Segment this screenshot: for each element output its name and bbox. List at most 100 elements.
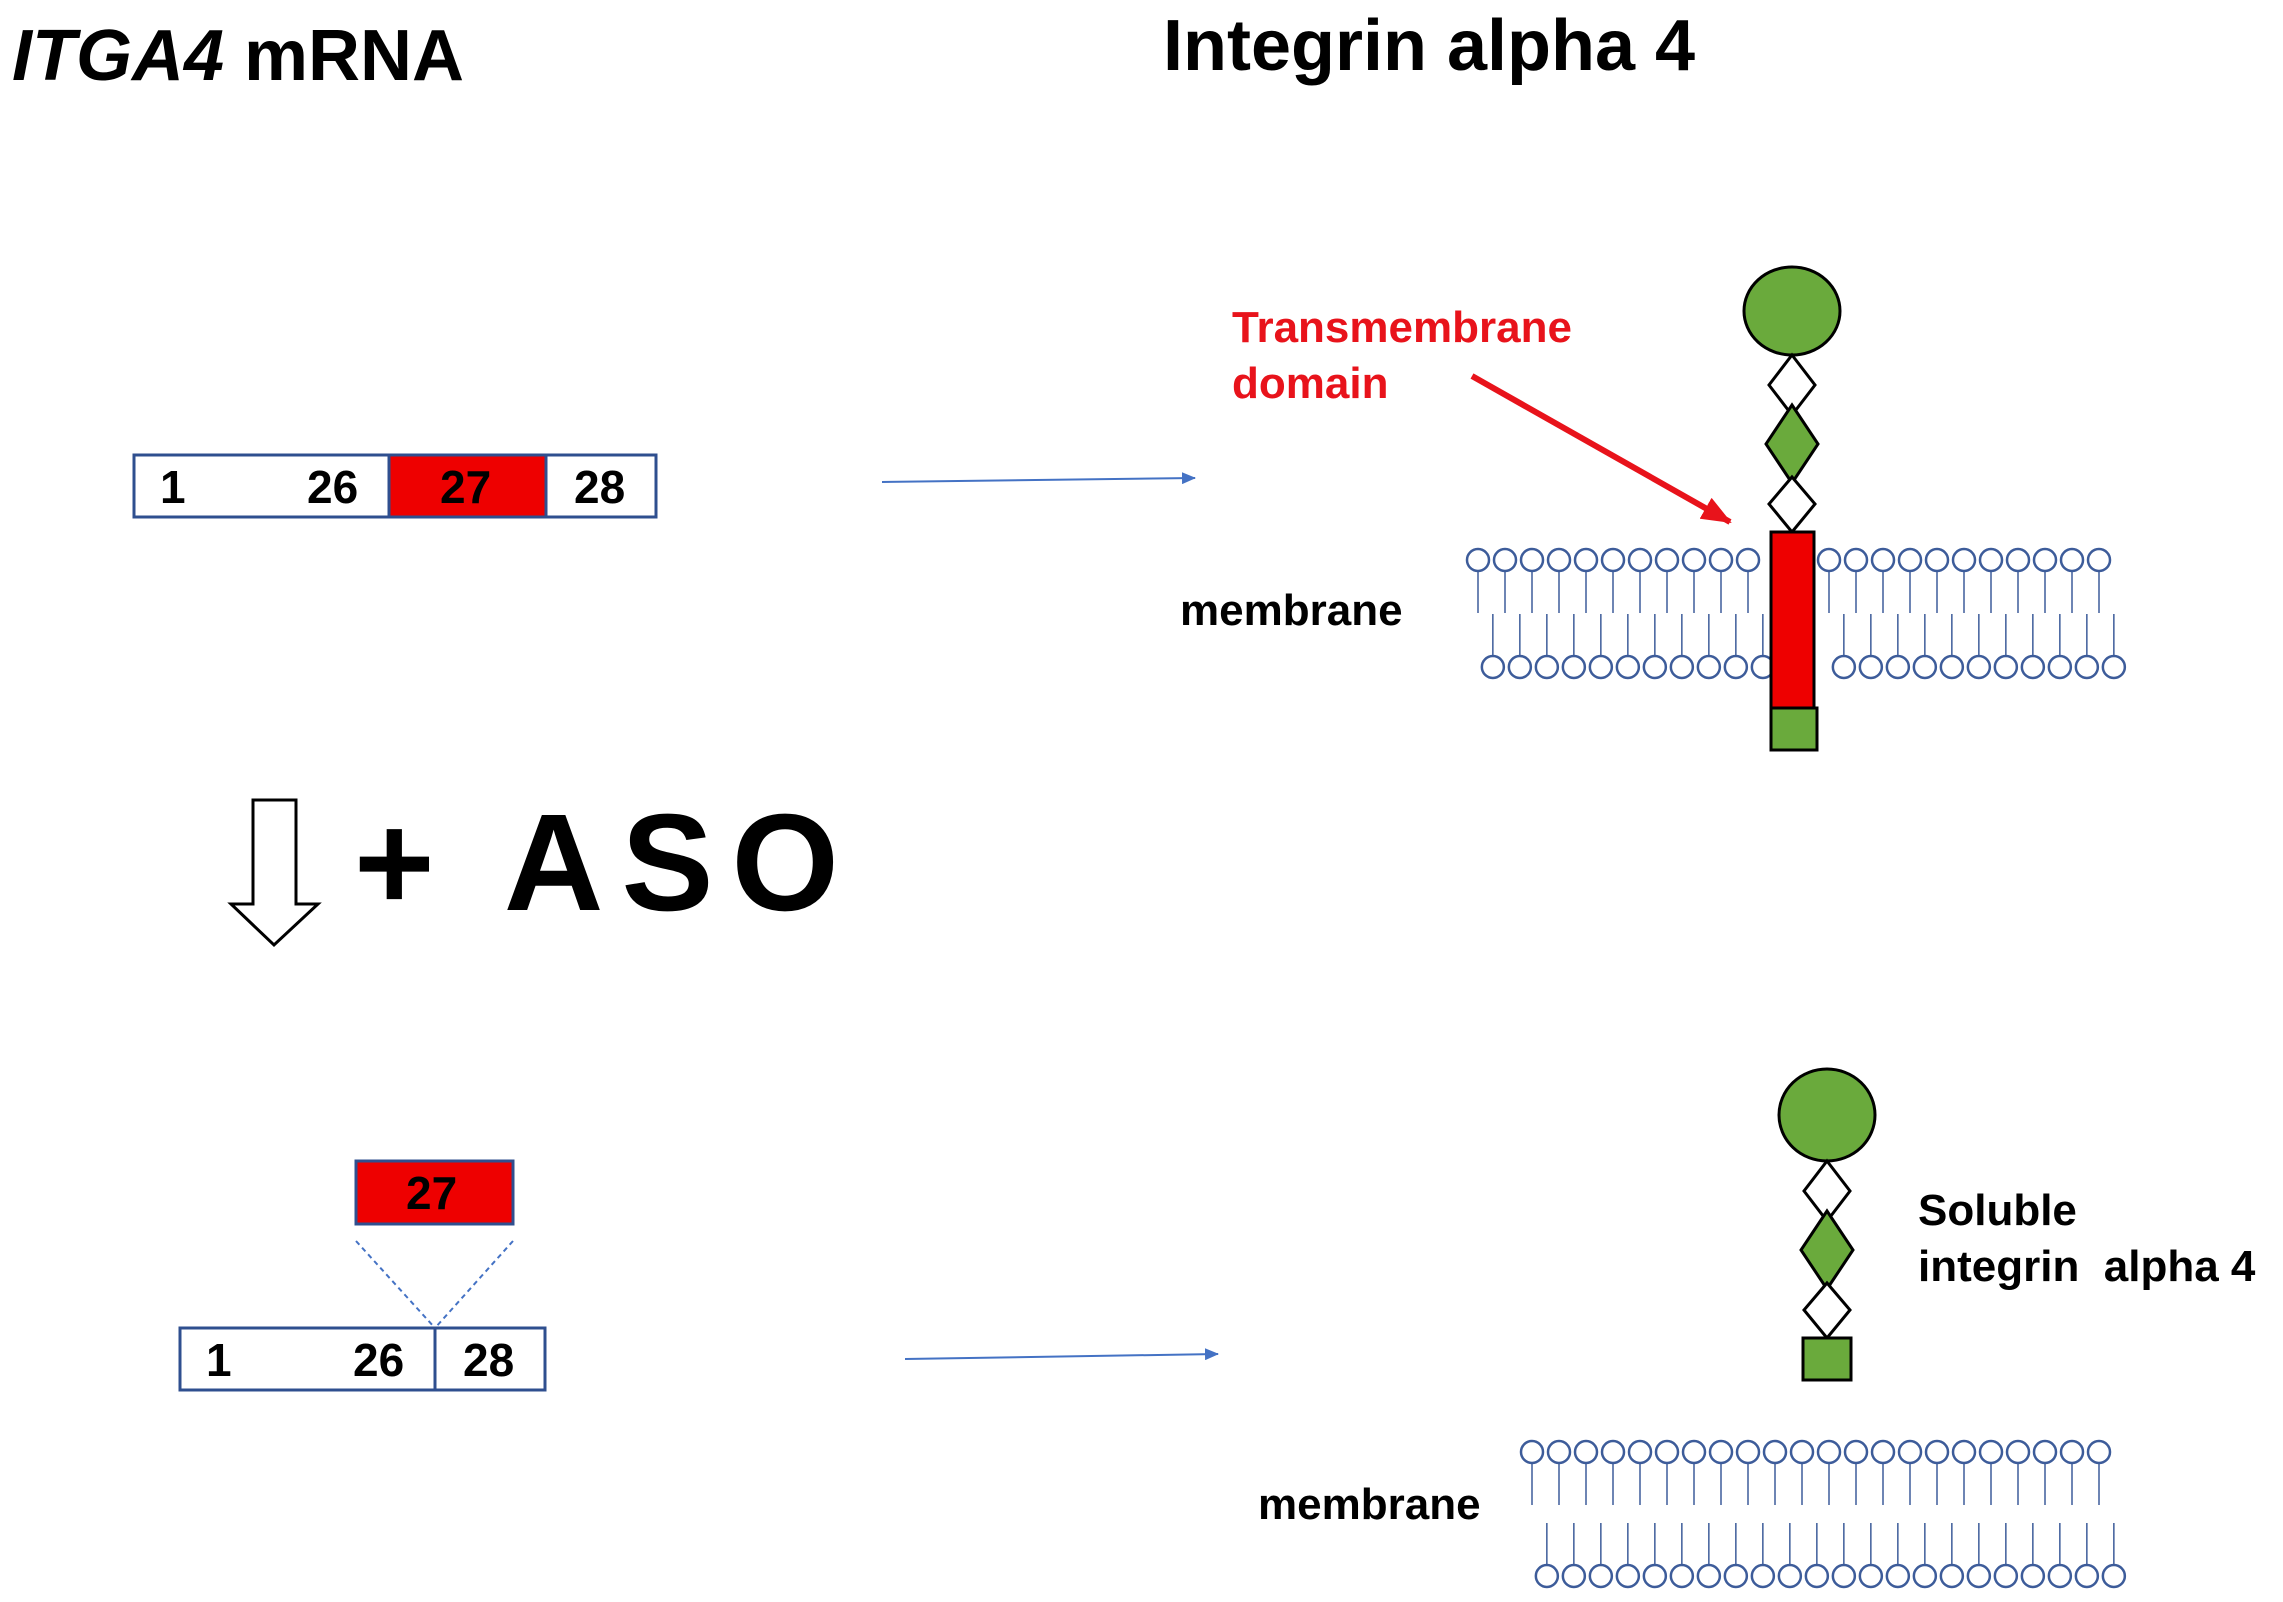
- lipid-head-outer: [1924, 547, 1950, 573]
- lipid-head-inner: [1804, 1563, 1830, 1589]
- lipid-head-outer: [1708, 1439, 1734, 1465]
- splice-line-left: [355, 1240, 436, 1329]
- head-domain: [1777, 1067, 1877, 1163]
- lipid-head-inner: [1939, 1563, 1965, 1589]
- lipid-head-outer: [1681, 1439, 1707, 1465]
- lipid-head-inner: [1642, 1563, 1668, 1589]
- aso-label: + ASO: [354, 786, 857, 940]
- lipid-head-inner: [2074, 1563, 2100, 1589]
- exon-label-27: 27: [440, 461, 491, 513]
- protein-heading: Integrin alpha 4: [1163, 6, 1695, 86]
- exon-label-28: 28: [574, 461, 625, 513]
- lipid-head-inner: [1831, 1563, 1857, 1589]
- right-arrow-icon: [881, 472, 1196, 485]
- lipid-head-outer: [1465, 547, 1491, 573]
- exon-label-28-bottom: 28: [463, 1334, 514, 1386]
- lipid-head-inner: [1966, 654, 1992, 680]
- tm-label-line1: Transmembrane: [1232, 303, 1572, 352]
- lipid-head-inner: [1750, 1563, 1776, 1589]
- exon-box-1-26: [132, 453, 391, 519]
- lipid-head-outer: [2032, 547, 2058, 573]
- lipid-head-inner: [1939, 654, 1965, 680]
- lipid-head-inner: [1777, 1563, 1803, 1589]
- lipid-head-outer: [1870, 1439, 1896, 1465]
- lipid-head-outer: [2086, 1439, 2112, 1465]
- lipid-head-inner: [1696, 1563, 1722, 1589]
- exon-label-1-bottom: 1: [206, 1334, 232, 1386]
- lipid-head-outer: [1681, 547, 1707, 573]
- lipid-head-inner: [1642, 654, 1668, 680]
- exon-label-1: 1: [160, 461, 186, 513]
- integrin-soluble: [1777, 1067, 1877, 1382]
- lipid-head-outer: [1519, 547, 1545, 573]
- skipped-exon-label: 27: [406, 1167, 457, 1219]
- lipid-head-inner: [2047, 1563, 2073, 1589]
- right-arrow-icon: [904, 1348, 1219, 1361]
- splice-line-right: [434, 1240, 514, 1329]
- exon-box-1-26-skipped: [178, 1326, 437, 1392]
- lipid-head-inner: [1912, 1563, 1938, 1589]
- integrin-full-length: [1742, 265, 1842, 752]
- lipid-head-inner: [1993, 1563, 2019, 1589]
- lipid-head-inner: [1588, 654, 1614, 680]
- down-outline-arrow-icon: [227, 798, 322, 948]
- lipid-head-outer: [2086, 547, 2112, 573]
- lipid-head-outer: [1546, 1439, 1572, 1465]
- lipid-head-inner: [1534, 1563, 1560, 1589]
- lipid-head-outer: [1924, 1439, 1950, 1465]
- soluble-label-line2: integrin alpha 4: [1918, 1242, 2256, 1291]
- lipid-head-outer: [1897, 547, 1923, 573]
- lipid-head-outer: [2005, 547, 2031, 573]
- linker-domain: [1767, 474, 1817, 535]
- mrna-top: 1 26 27 28: [132, 453, 658, 519]
- lipid-head-outer: [1735, 547, 1761, 573]
- lipid-head-outer: [1627, 547, 1653, 573]
- membrane-label-bottom: membrane: [1258, 1480, 1481, 1529]
- lipid-head-inner: [2101, 1563, 2127, 1589]
- lipid-head-outer: [1492, 547, 1518, 573]
- lipid-head-outer: [2005, 1439, 2031, 1465]
- lipid-head-outer: [1708, 547, 1734, 573]
- lipid-head-outer: [1573, 1439, 1599, 1465]
- lipid-head-inner: [1534, 654, 1560, 680]
- lipid-head-inner: [1588, 1563, 1614, 1589]
- lipid-head-inner: [1669, 1563, 1695, 1589]
- lipid-head-outer: [1789, 1439, 1815, 1465]
- lipid-head-outer: [1843, 1439, 1869, 1465]
- cytoplasmic-domain: [1801, 1336, 1853, 1382]
- lipid-head-inner: [1858, 1563, 1884, 1589]
- lipid-head-inner: [2047, 654, 2073, 680]
- soluble-label-line1: Soluble: [1918, 1186, 2077, 1235]
- lipid-head-inner: [1507, 654, 1533, 680]
- lipid-head-outer: [1843, 547, 1869, 573]
- lipid-head-inner: [1696, 654, 1722, 680]
- membrane-label-top: membrane: [1180, 586, 1403, 635]
- lipid-head-inner: [2020, 654, 2046, 680]
- lipid-head-outer: [1951, 547, 1977, 573]
- lipid-head-inner: [1723, 654, 1749, 680]
- lipid-head-outer: [1600, 1439, 1626, 1465]
- lipid-head-outer: [1897, 1439, 1923, 1465]
- membrane-bilayer-top: [1465, 547, 2127, 680]
- gene-name: ITGA4: [12, 16, 224, 96]
- tm-pointer-arrow-icon: [1470, 373, 1732, 525]
- lipid-head-outer: [1600, 547, 1626, 573]
- lipid-head-outer: [1519, 1439, 1545, 1465]
- lipid-head-inner: [2020, 1563, 2046, 1589]
- mrna-suffix: mRNA: [224, 16, 464, 96]
- lipid-head-outer: [1978, 1439, 2004, 1465]
- lipid-head-inner: [1669, 654, 1695, 680]
- lipid-head-outer: [2059, 1439, 2085, 1465]
- lipid-head-outer: [1816, 547, 1842, 573]
- lipid-head-inner: [1885, 1563, 1911, 1589]
- exon-box-28-skipped: [433, 1326, 547, 1392]
- lipid-head-inner: [1615, 1563, 1641, 1589]
- exon-label-26: 26: [307, 461, 358, 513]
- membrane-bilayer-bottom: [1519, 1439, 2127, 1589]
- leg-domain: [1764, 402, 1820, 486]
- lipid-head-inner: [1885, 654, 1911, 680]
- linker-domain: [1802, 1280, 1852, 1341]
- lipid-head-inner: [1561, 654, 1587, 680]
- lipid-head-outer: [1870, 547, 1896, 573]
